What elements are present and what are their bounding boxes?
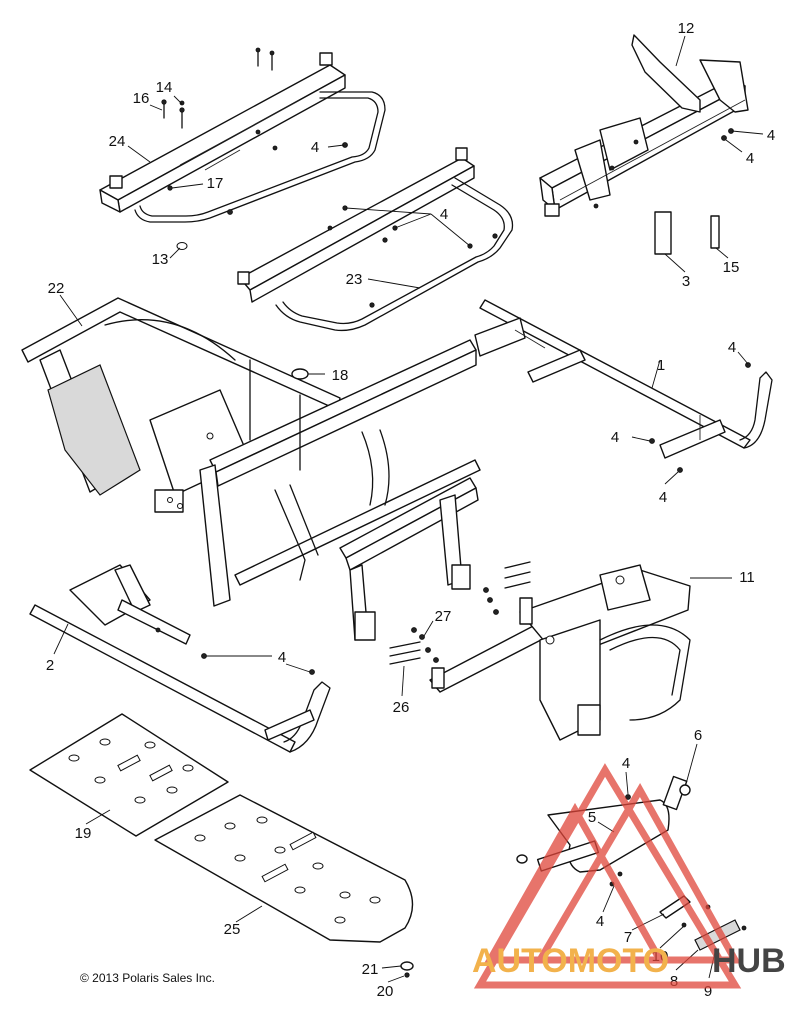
callout-20: 20 [377, 983, 394, 1000]
part-25-large-skid-plate [154, 794, 414, 943]
callout-27: 27 [435, 608, 452, 625]
callout-6: 6 [694, 727, 702, 744]
part-20-bolt [404, 972, 410, 978]
copyright-notice: © 2013 Polaris Sales Inc. [80, 971, 215, 985]
part-19-skid-plate [29, 713, 229, 837]
callout-24: 24 [109, 133, 126, 150]
callout-4-hitch-a: 4 [622, 755, 630, 772]
callout-17: 17 [207, 175, 224, 192]
fasteners-14-16-17 [161, 47, 275, 250]
callout-4-seat-a: 4 [311, 139, 319, 156]
callout-3: 3 [682, 273, 690, 290]
callout-25: 25 [224, 921, 241, 938]
callout-11: 11 [739, 569, 755, 586]
part-18-grommet [291, 368, 309, 380]
fasteners-26-27 [389, 561, 531, 665]
automotohub-watermark: AUTOMOTO HUB [472, 763, 786, 989]
callout-4-cross-b: 4 [611, 429, 619, 446]
part-11-front-frame [429, 564, 691, 741]
callout-4-cross-c: 4 [659, 489, 667, 506]
callout-22: 22 [48, 280, 65, 297]
callout-23: 23 [346, 271, 363, 288]
callout-9: 9 [704, 983, 712, 1000]
part-1-rear-cross-member [474, 299, 773, 473]
callout-26: 26 [393, 699, 410, 716]
part-2-lower-cross-member [29, 564, 331, 753]
callout-21: 21 [362, 961, 379, 978]
watermark-text-hub: HUB [712, 942, 786, 980]
callout-7: 7 [624, 929, 632, 946]
part-24-seat-frame [99, 52, 386, 223]
callout-15: 15 [723, 259, 740, 276]
callout-14: 14 [156, 79, 173, 96]
watermark-triangle-logo [473, 763, 742, 989]
callout-18: 18 [332, 367, 349, 384]
callout-19: 19 [75, 825, 92, 842]
part-21-washer [400, 961, 414, 971]
callout-1: 1 [657, 357, 665, 374]
part-22-main-frame [21, 297, 481, 641]
callout-4-lower: 4 [278, 649, 286, 666]
callout-5: 5 [588, 809, 596, 826]
part-12-rear-bracket-frame [539, 34, 749, 217]
callout-12: 12 [678, 20, 695, 37]
callout-4-bracket-a: 4 [767, 127, 775, 144]
part-3-pad [654, 211, 672, 255]
callout-16: 16 [133, 90, 150, 107]
callout-4-cross-a: 4 [728, 339, 736, 356]
callout-13: 13 [152, 251, 169, 268]
callout-4-bracket-b: 4 [746, 150, 754, 167]
callout-4-seat-b: 4 [440, 206, 448, 223]
part-23-seat-frame [237, 147, 514, 332]
part-15-strip [710, 215, 720, 249]
watermark-text-automoto: AUTOMOTO [472, 942, 669, 980]
callout-4-hitch-b: 4 [596, 913, 604, 930]
callout-2: 2 [46, 657, 54, 674]
